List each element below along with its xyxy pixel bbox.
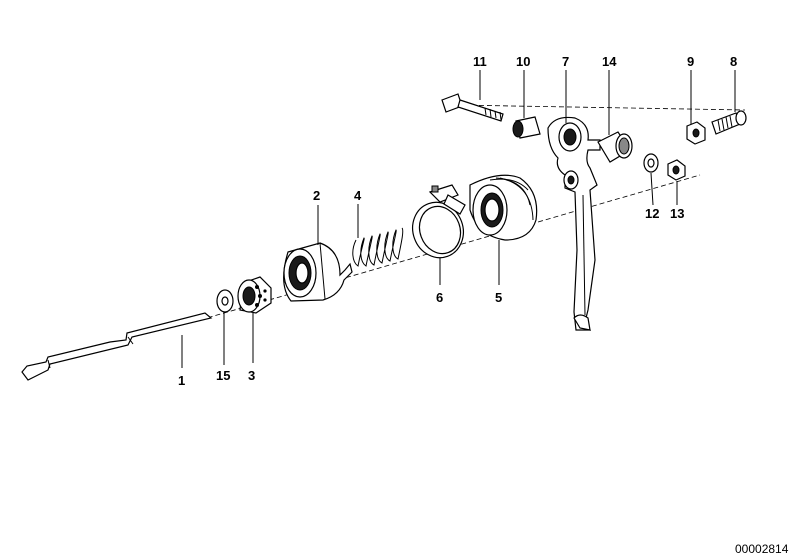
part-13-nut <box>667 159 686 181</box>
callout-15: 15 <box>216 368 230 383</box>
part-9-nut <box>686 121 706 145</box>
callout-12: 12 <box>645 206 659 221</box>
callout-6: 6 <box>436 290 443 305</box>
callout-10: 10 <box>516 54 530 69</box>
part-7-lever <box>547 116 601 331</box>
part-14-bushing <box>597 131 633 163</box>
callout-4: 4 <box>354 188 362 203</box>
callout-2: 2 <box>313 188 320 203</box>
callout-1: 1 <box>178 373 185 388</box>
part-12-washer <box>643 153 659 173</box>
part-3-bearing <box>237 276 272 314</box>
callout-3: 3 <box>248 368 255 383</box>
leader-lines <box>181 70 736 368</box>
callout-11: 11 <box>473 54 487 69</box>
callout-9: 9 <box>687 54 694 69</box>
callout-7: 7 <box>562 54 569 69</box>
part-10-sleeve <box>512 116 541 139</box>
part-11-bolt <box>441 93 504 122</box>
part-2-cup <box>283 242 353 302</box>
callout-13: 13 <box>670 206 684 221</box>
part-4-spring <box>352 227 404 267</box>
part-15-washer <box>216 289 234 313</box>
part-5-boot <box>469 174 538 241</box>
part-6-clamp <box>412 184 466 259</box>
callout-5: 5 <box>495 290 502 305</box>
upper-axis <box>454 104 746 111</box>
part-8-stud <box>711 110 747 135</box>
diagram-reference-number: 00002814 <box>735 542 789 556</box>
callout-8: 8 <box>730 54 737 69</box>
callout-14: 14 <box>602 54 617 69</box>
part-1-shaft <box>21 312 213 381</box>
